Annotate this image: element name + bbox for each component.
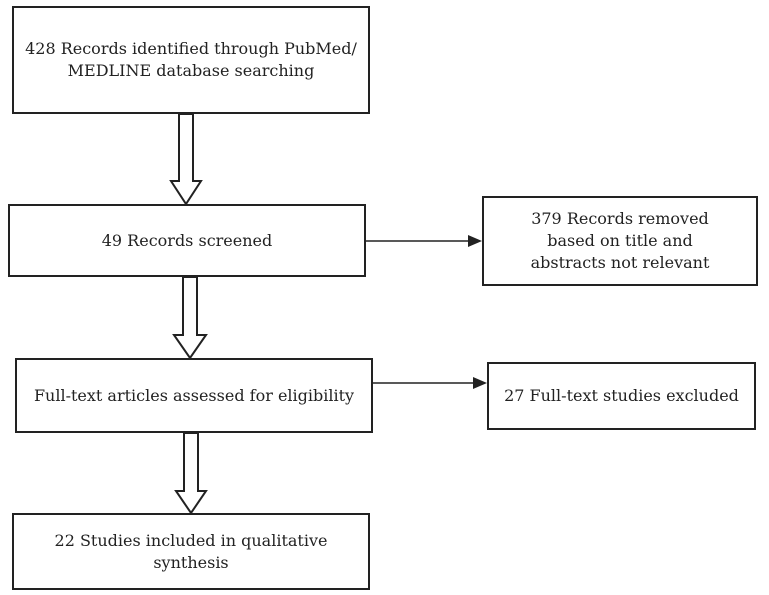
eligibility-assessed-label: Full-text articles assessed for eligibil…: [33, 385, 355, 405]
studies-excluded-box: 27 Full-text studies excluded: [487, 362, 756, 430]
records-identified-line1: 428 Records identified through PubMed/: [25, 39, 357, 58]
records-identified-line2: MEDLINE database searching: [67, 61, 315, 80]
records-removed-line3: abstracts not relevant: [530, 253, 710, 272]
studies-included-label: 22 Studies included in qualitative synth…: [54, 530, 328, 572]
records-removed-line2: based on title and: [547, 231, 693, 250]
studies-included-box: 22 Studies included in qualitative synth…: [12, 513, 370, 590]
records-screened-box: 49 Records screened: [8, 204, 366, 277]
records-identified-box: 428 Records identified through PubMed/ M…: [12, 6, 370, 114]
records-screened-label: 49 Records screened: [101, 230, 273, 250]
down-arrow-assessed-to-included: [174, 432, 208, 515]
right-arrow-assessed-to-excluded-head: [473, 377, 487, 389]
records-removed-box: 379 Records removed based on title and a…: [482, 196, 758, 286]
right-arrow-screened-to-removed-head: [468, 235, 482, 247]
down-arrow-identified-to-screened: [169, 113, 203, 206]
records-removed-line1: 379 Records removed: [531, 209, 709, 228]
eligibility-assessed-box: Full-text articles assessed for eligibil…: [15, 358, 373, 433]
down-arrow-screened-to-assessed: [172, 276, 208, 360]
studies-excluded-label: 27 Full-text studies excluded: [504, 386, 739, 405]
